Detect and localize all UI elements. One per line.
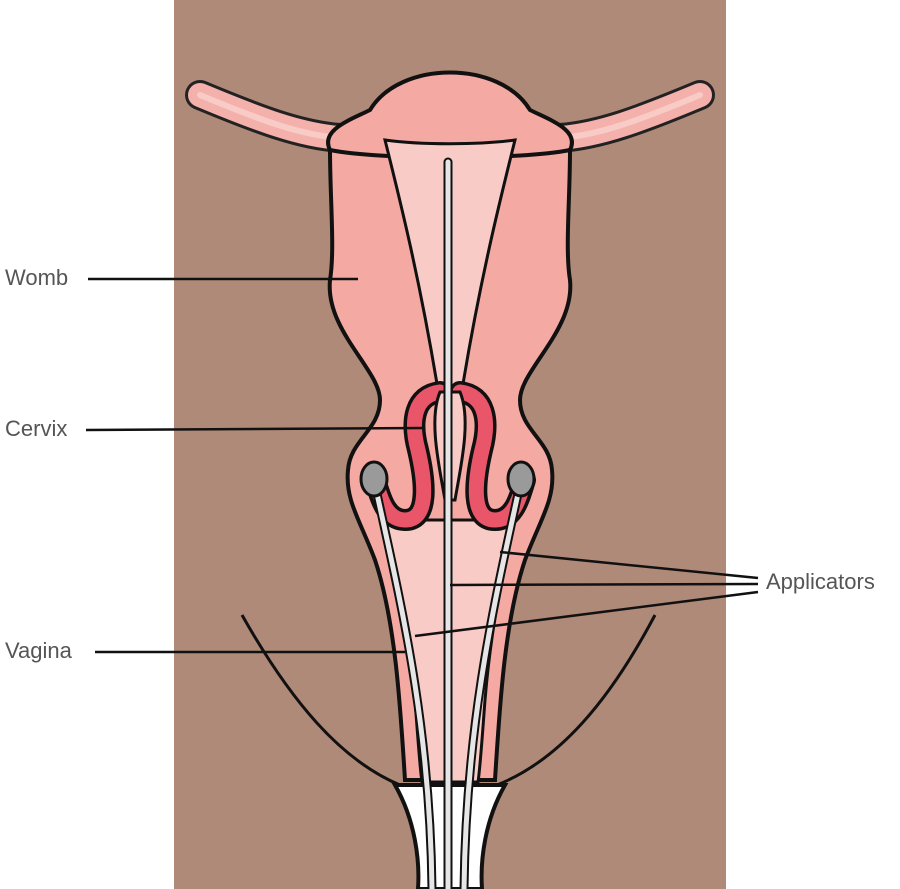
left-ovoid (359, 460, 389, 498)
vulva-outline (240, 614, 657, 787)
label-applicators: Applicators (766, 569, 875, 594)
leader-lines (85, 277, 759, 654)
fallopian-tubes (185, 80, 715, 153)
label-womb: Womb (5, 265, 69, 290)
label-cervix: Cervix (5, 416, 68, 441)
label-vagina: Vagina (5, 638, 72, 663)
applicators (359, 157, 536, 889)
right-ovoid (506, 460, 536, 498)
